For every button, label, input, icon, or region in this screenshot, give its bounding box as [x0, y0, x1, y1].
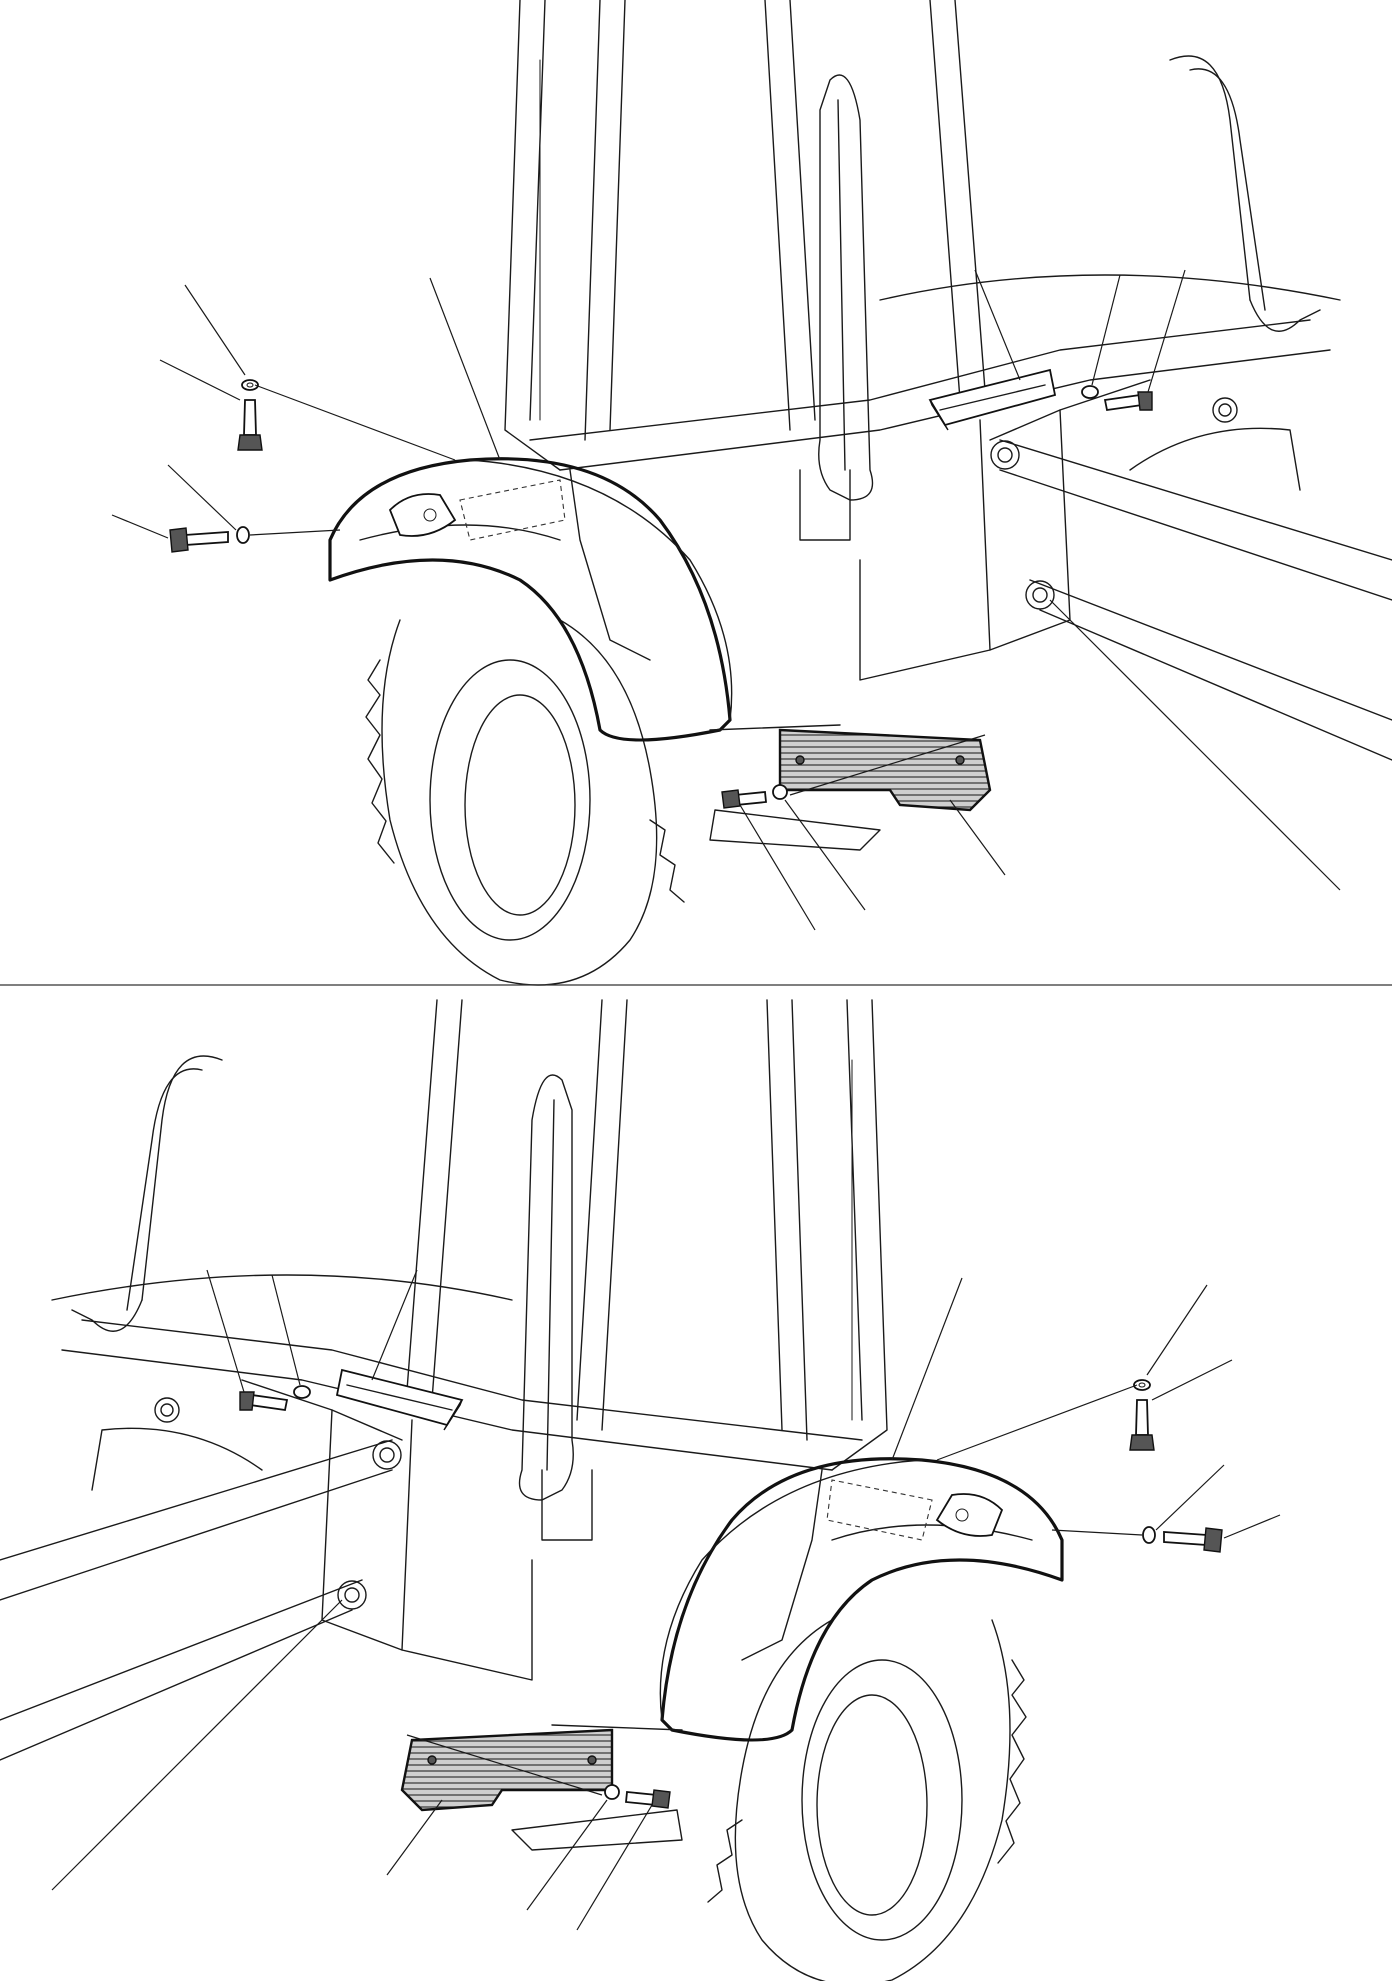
upper-view [110, 0, 1392, 987]
lower-view [0, 998, 1282, 1981]
